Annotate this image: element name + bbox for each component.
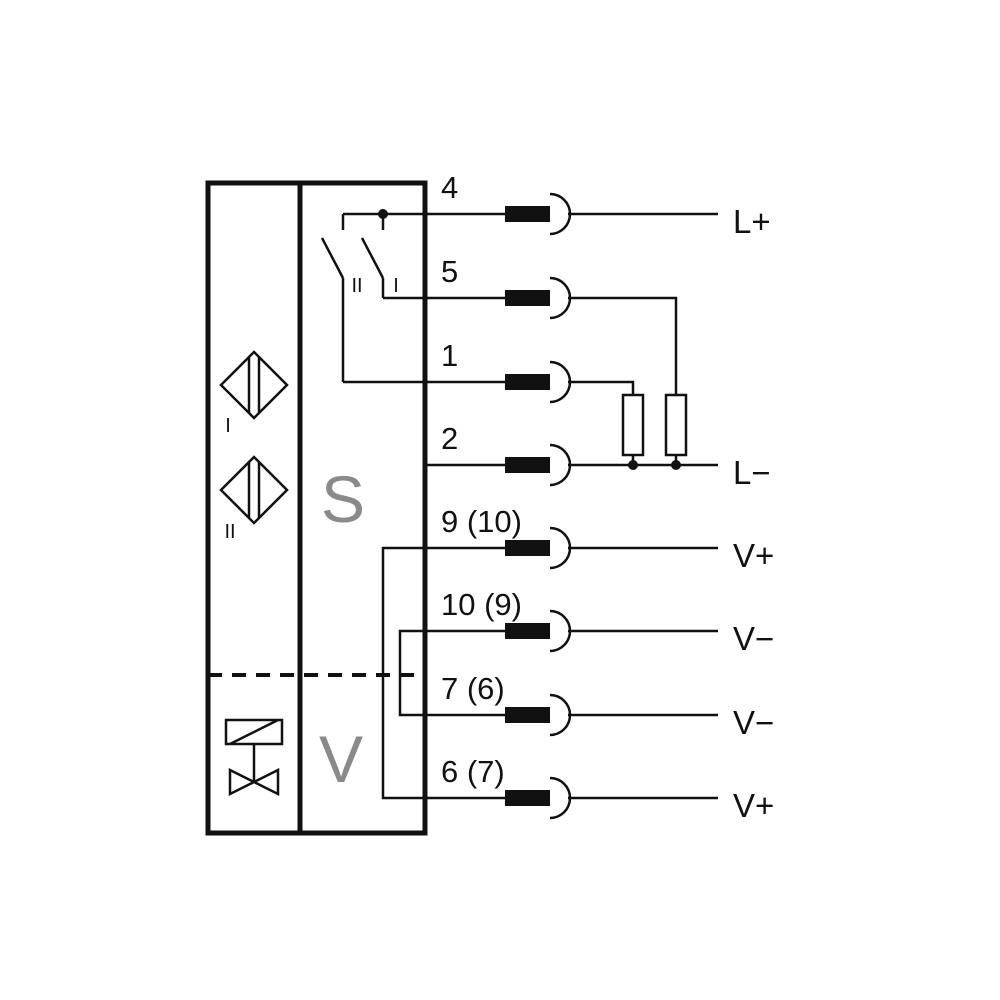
connector-icon: [505, 360, 572, 404]
resistor-icon: [621, 393, 645, 457]
signal-label-v-plus-2: V+: [733, 787, 774, 824]
pin-label-10-9: 10 (9): [441, 587, 522, 622]
switch-ii-label: II: [351, 275, 362, 297]
signal-label-l-minus: L−: [733, 454, 771, 491]
pin-label-1: 1: [441, 338, 458, 373]
inductive-sensor-icon: I: [219, 350, 289, 437]
valve-section-label: V: [319, 722, 363, 796]
sensor-section-label: S: [321, 462, 365, 536]
pin-label-9-10: 9 (10): [441, 504, 522, 539]
solenoid-valve-icon: [224, 718, 284, 797]
terminal-leads: [425, 212, 505, 384]
pin-label-6-7: 6 (7): [441, 754, 505, 789]
resistor-icon: [664, 393, 688, 457]
sensor-i-label: I: [225, 415, 231, 437]
device-enclosure: [205, 180, 428, 836]
signal-label-v-plus-1: V+: [733, 537, 774, 574]
switch-i-label: I: [393, 275, 399, 297]
switch-icon: II I: [320, 209, 425, 384]
connector-icon: [505, 276, 572, 320]
connector-icon: [505, 192, 572, 236]
signal-label-v-minus-1: V−: [733, 620, 774, 657]
connector-icon: [505, 776, 572, 820]
pin-label-4: 4: [441, 170, 458, 205]
connector-icon: [505, 443, 572, 487]
connectors: [505, 192, 572, 820]
external-wiring: [568, 212, 718, 800]
pin-label-7-6: 7 (6): [441, 671, 505, 706]
valve-internal-wiring: [381, 546, 505, 800]
sensor-ii-label: II: [224, 521, 235, 543]
signal-label-l-plus: L+: [733, 203, 771, 240]
signal-label-v-minus-2: V−: [733, 704, 774, 741]
connector-icon: [505, 693, 572, 737]
pin-label-5: 5: [441, 254, 458, 289]
inductive-sensor-icon: II: [219, 455, 289, 543]
pin-label-2: 2: [441, 421, 458, 456]
